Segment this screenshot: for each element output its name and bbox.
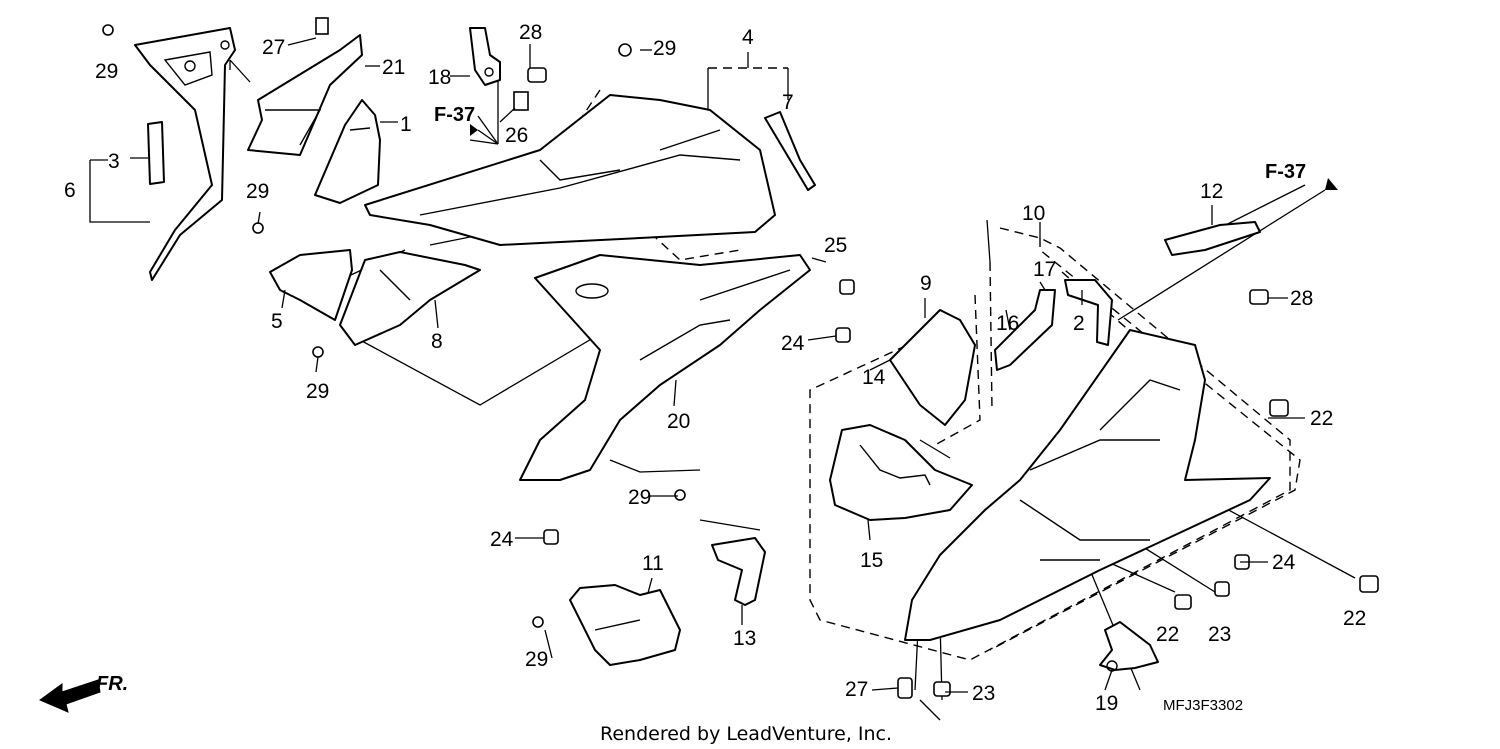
bolt-icon <box>312 346 324 358</box>
callout-29: 29 <box>306 380 329 403</box>
bolt-icon <box>1269 399 1289 417</box>
callout-24: 24 <box>781 332 805 355</box>
part-4-upper-cowl <box>364 94 816 246</box>
callout-25: 25 <box>824 234 847 257</box>
callout-5: 5 <box>271 310 283 333</box>
part-14-15-16-17-2 <box>829 279 1113 521</box>
callout-7: 7 <box>782 91 794 114</box>
part-20-middle-cowl <box>519 254 811 481</box>
callout-23: 23 <box>1208 623 1231 646</box>
callout-11: 11 <box>642 552 664 575</box>
callout-12: 12 <box>1200 180 1223 203</box>
callout-29: 29 <box>525 648 548 671</box>
callout-ticks <box>130 37 1305 693</box>
callout-28: 28 <box>519 21 542 44</box>
bolt-icon <box>933 681 951 697</box>
bolt-icon <box>532 616 544 628</box>
callout-29: 29 <box>246 180 269 203</box>
part-19-bracket <box>1099 621 1159 672</box>
callout-1: 1 <box>400 113 412 136</box>
bolt-icon <box>252 222 264 234</box>
callout-26: 26 <box>505 124 528 147</box>
callout-9: 9 <box>920 272 932 295</box>
part-21-duct <box>247 34 381 204</box>
callout-27: 27 <box>845 678 868 701</box>
drawing-code: MFJ3F3302 <box>1163 697 1243 714</box>
callout-labels: F-37 F-37 1 2 3 4 5 6 7 8 9 10 11 12 13 … <box>64 21 1366 715</box>
bolt-icon <box>1214 581 1230 597</box>
callout-22: 22 <box>1343 607 1366 630</box>
callout-22: 22 <box>1310 407 1333 430</box>
callout-8: 8 <box>431 330 443 353</box>
callout-16: 16 <box>996 312 1019 335</box>
bolt-icon <box>674 489 686 501</box>
bolt-icon <box>897 677 913 699</box>
bolt-icon <box>1359 575 1379 593</box>
bolt-icon <box>839 279 855 295</box>
callout-21: 21 <box>382 56 405 79</box>
bolt-icon <box>315 17 329 35</box>
callout-3: 3 <box>108 150 120 173</box>
part-12-bracket <box>1164 221 1261 256</box>
callout-24: 24 <box>490 528 514 551</box>
bolt-icon <box>527 67 547 83</box>
callout-19: 19 <box>1095 692 1118 715</box>
callout-29: 29 <box>95 60 118 83</box>
bolt-icon <box>835 327 851 343</box>
callout-14: 14 <box>862 366 886 389</box>
ref-label: F-37 <box>1265 161 1306 183</box>
callout-10: 10 <box>1022 202 1045 225</box>
callout-13: 13 <box>733 627 756 650</box>
part-5-8-panels <box>269 249 481 346</box>
bolt-icon <box>543 529 559 545</box>
bolt-icon <box>618 43 632 57</box>
callout-6: 6 <box>64 179 76 202</box>
callout-17: 17 <box>1033 258 1056 281</box>
callout-29: 29 <box>653 37 676 60</box>
callout-18: 18 <box>428 66 451 89</box>
callout-28: 28 <box>1290 287 1313 310</box>
callout-24: 24 <box>1272 551 1296 574</box>
part-10-lower-cowl <box>904 329 1271 641</box>
part-6-bracket <box>134 27 236 281</box>
part-13-bracket <box>711 537 766 606</box>
callout-29: 29 <box>628 486 651 509</box>
ref-arrow-icon <box>470 124 1338 190</box>
callout-4: 4 <box>742 26 754 49</box>
bolt-icon <box>1249 289 1269 305</box>
callout-22: 22 <box>1156 623 1179 646</box>
front-marker-label: FR. <box>96 673 128 695</box>
bolt-icon <box>102 24 114 36</box>
part-11-cover <box>569 584 681 666</box>
callout-20: 20 <box>667 410 690 433</box>
credit-text: Rendered by LeadVenture, Inc. <box>600 723 892 745</box>
bolt-icon <box>513 91 529 111</box>
callout-2: 2 <box>1073 312 1085 335</box>
ref-label: F-37 <box>434 104 475 126</box>
callout-27: 27 <box>262 36 285 59</box>
front-arrow-icon <box>38 679 101 713</box>
bolt-icon <box>1174 594 1192 610</box>
part-18-bracket <box>469 27 501 86</box>
callout-23: 23 <box>972 682 995 705</box>
fasteners <box>102 17 1379 699</box>
callout-15: 15 <box>860 549 883 572</box>
